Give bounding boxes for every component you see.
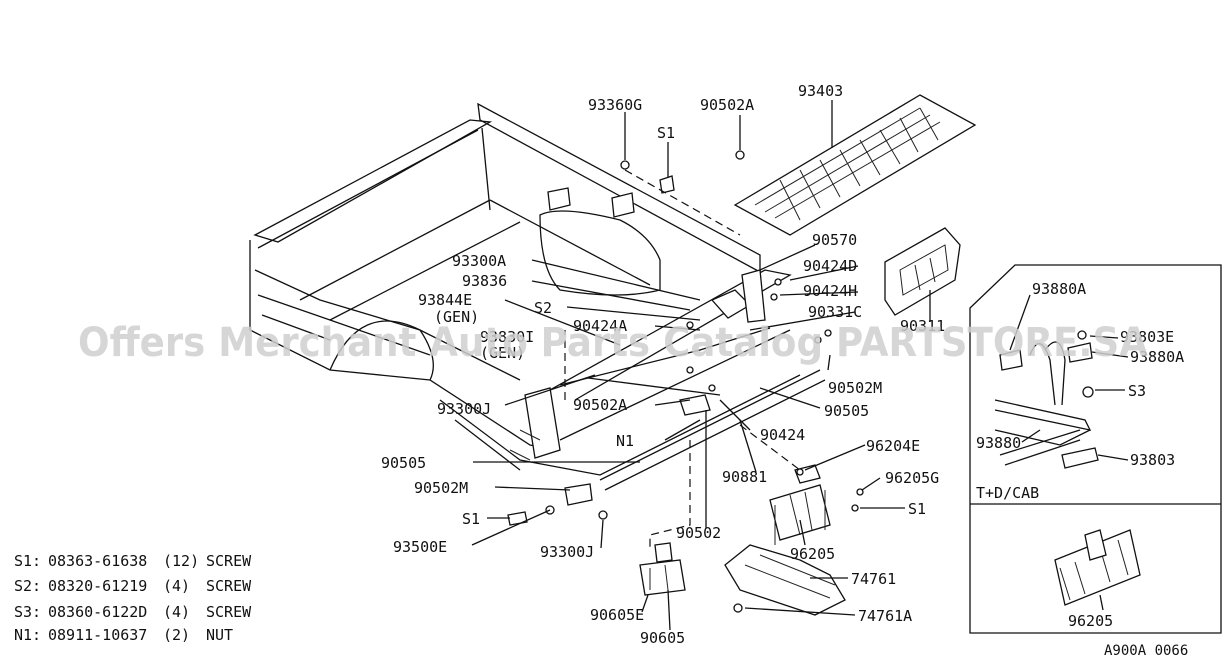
figure-code: A900A 0066	[1104, 643, 1188, 659]
label-90502A-top: 90502A	[700, 96, 754, 114]
legend-qty: (12)	[163, 552, 199, 570]
legend-desc: SCREW	[206, 552, 252, 570]
legend-part: 08360-6122D	[48, 603, 147, 621]
legend-part: 08363-61638	[48, 552, 147, 570]
legend-row: S1: 08363-61638 (12) SCREW	[14, 552, 252, 570]
label-93844E-note: (GEN)	[434, 308, 479, 326]
label-90424D: 90424D	[803, 257, 857, 275]
truck-bed-illustration	[249, 102, 826, 491]
label-S1-left: S1	[462, 510, 480, 528]
dashed-guides	[564, 169, 801, 548]
legend-qty: (4)	[163, 603, 190, 621]
label-74761: 74761	[851, 570, 896, 588]
legend-row: N1: 08911-10637 (2) NUT	[14, 626, 233, 644]
label-S2: S2	[534, 299, 552, 317]
bed-mat-93403	[733, 94, 977, 236]
label-90502M-right: 90502M	[828, 379, 882, 397]
legend-desc: SCREW	[206, 603, 252, 621]
legend-desc: NUT	[206, 626, 233, 644]
label-90505-right: 90505	[824, 402, 869, 420]
label-S1-right: S1	[908, 500, 926, 518]
label-90331C: 90331C	[808, 303, 862, 321]
legend-key: S3:	[14, 603, 41, 621]
label-96205: 96205	[790, 545, 835, 563]
legend-qty: (4)	[163, 577, 190, 595]
watermark: Offers Merchant Auto Parts Catalog PARTS…	[78, 320, 1148, 366]
legend-key: S2:	[14, 577, 41, 595]
inset-variant-label: T+D/CAB	[976, 484, 1039, 502]
legend-key: N1:	[14, 626, 41, 644]
label-93880A-top: 93880A	[1032, 280, 1086, 298]
label-74761A: 74761A	[858, 607, 912, 625]
part-labels: 93360G S1 90502A 93403 90570 90424D 9042…	[381, 82, 1184, 647]
label-90424: 90424	[760, 426, 805, 444]
label-93300J-bottom: 93300J	[540, 543, 594, 561]
license-bracket-96205	[769, 464, 831, 545]
label-93300J-left: 93300J	[437, 400, 491, 418]
label-93830I: 93830I	[480, 328, 534, 346]
label-90881: 90881	[722, 468, 767, 486]
skid-plate-74761	[724, 544, 846, 616]
label-93880: 93880	[976, 434, 1021, 452]
label-96205G: 96205G	[885, 469, 939, 487]
label-93403: 93403	[798, 82, 843, 100]
label-90570: 90570	[812, 231, 857, 249]
hinge-90605	[639, 542, 686, 596]
label-93803: 93803	[1130, 451, 1175, 469]
label-93830I-note: (GEN)	[480, 344, 525, 362]
label-90505-left: 90505	[381, 454, 426, 472]
fastener-legend: S1: 08363-61638 (12) SCREW S2: 08320-612…	[14, 552, 252, 644]
label-90502: 90502	[676, 524, 721, 542]
label-93803E: 93803E	[1120, 328, 1174, 346]
legend-part: 08320-61219	[48, 577, 147, 595]
legend-qty: (2)	[163, 626, 190, 644]
legend-row: S3: 08360-6122D (4) SCREW	[14, 603, 252, 621]
label-S1-top: S1	[657, 124, 675, 142]
legend-part: 08911-10637	[48, 626, 147, 644]
label-93880A-right: 93880A	[1130, 348, 1184, 366]
legend-desc: SCREW	[206, 577, 252, 595]
label-96204E: 96204E	[866, 437, 920, 455]
label-93300A: 93300A	[452, 252, 506, 270]
label-90424A: 90424A	[573, 317, 627, 335]
label-93836: 93836	[462, 272, 507, 290]
inset-panel	[969, 264, 1222, 634]
legend-key: S1:	[14, 552, 41, 570]
label-90424H: 90424H	[803, 282, 857, 300]
label-S3: S3	[1128, 382, 1146, 400]
label-90605E: 90605E	[590, 606, 644, 624]
leader-lines	[471, 100, 931, 631]
legend-row: S2: 08320-61219 (4) SCREW	[14, 577, 252, 595]
label-90311: 90311	[900, 317, 945, 335]
label-90605: 90605	[640, 629, 685, 647]
label-93500E: 93500E	[393, 538, 447, 556]
label-90502A-mid: 90502A	[573, 396, 627, 414]
label-N1: N1	[616, 432, 634, 450]
label-96205-inset: 96205	[1068, 612, 1113, 630]
label-93844E: 93844E	[418, 291, 472, 309]
label-90502M-left: 90502M	[414, 479, 468, 497]
label-93360G: 93360G	[588, 96, 642, 114]
tailgate-panel-90311	[884, 227, 961, 316]
